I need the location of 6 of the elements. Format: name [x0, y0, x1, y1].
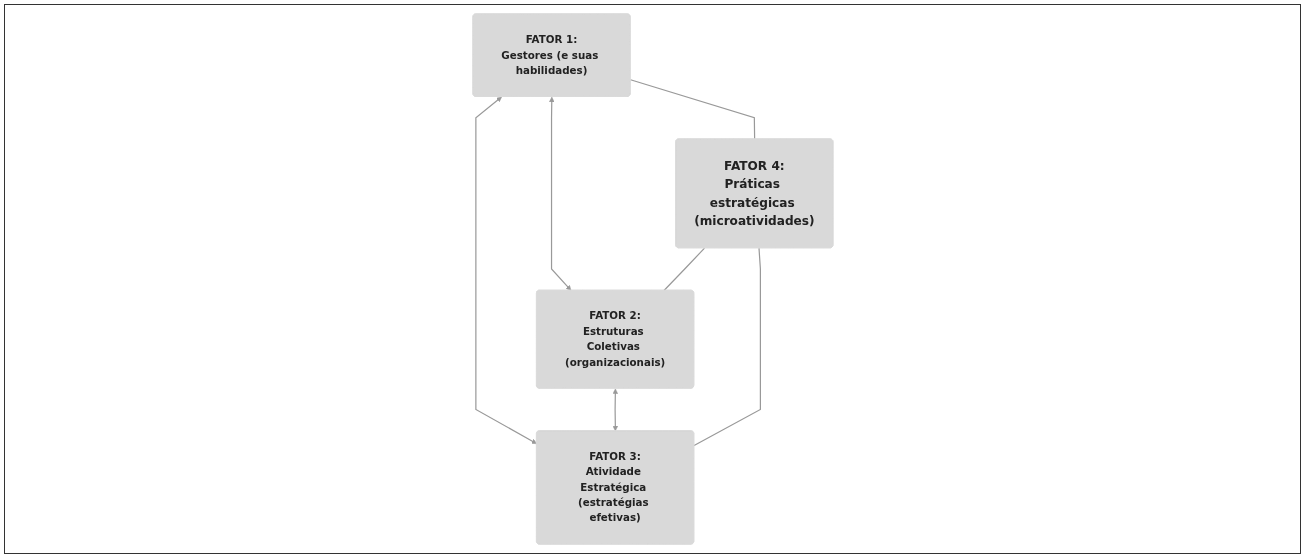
arrow: [474, 96, 537, 444]
arrow: [612, 388, 618, 432]
connector: [693, 247, 761, 447]
connector: [662, 247, 705, 292]
arrow: [548, 96, 571, 291]
connector: [629, 79, 755, 140]
